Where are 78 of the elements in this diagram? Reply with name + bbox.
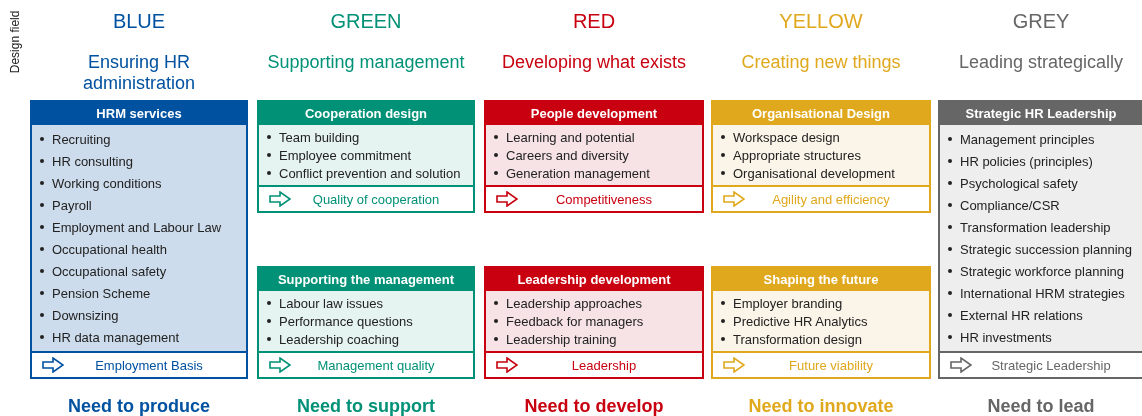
list-item: Labour law issues	[279, 295, 384, 311]
category-card	[30, 100, 248, 379]
list-item: Workspace design	[733, 129, 840, 145]
list-item: Employment and Labour Law	[52, 219, 222, 235]
list-item: HR consulting	[52, 153, 133, 169]
list-item: Psychological safety	[960, 175, 1078, 191]
list-item: Transformation design	[733, 331, 862, 347]
column-footer: Need to lead	[938, 396, 1142, 416]
category-card	[257, 100, 475, 213]
list-item: Careers and diversity	[506, 147, 629, 163]
column-footer: Need to innovate	[711, 396, 931, 416]
list-item: Working conditions	[52, 175, 162, 191]
outcome-text: Agility and efficiency	[771, 191, 890, 207]
list-item: Transformation leadership	[960, 219, 1111, 235]
column-title: GREY	[1011, 10, 1071, 33]
column-footer: Need to produce	[30, 396, 248, 416]
list-item: Strategic workforce planning	[960, 263, 1125, 279]
list-item: Feedback for managers	[506, 313, 644, 329]
outcome-text: Quality of cooperation	[311, 191, 440, 207]
list-item: Conflict prevention and solution	[279, 165, 461, 181]
list-item: International HRM strategies	[960, 285, 1125, 301]
list-item: Employer branding	[733, 295, 843, 311]
category-card	[257, 266, 475, 379]
category-card	[484, 266, 704, 379]
list-item: Leadership coaching	[279, 331, 399, 347]
category-card	[484, 100, 704, 213]
list-item: Recruiting	[52, 131, 111, 147]
category-card	[711, 266, 931, 379]
column-subtitle: Creating new things	[740, 52, 902, 73]
column-subtitle: Developing what exists	[500, 52, 688, 73]
card-heading: Organisational Design	[713, 102, 929, 125]
list-item: Organisational development	[733, 165, 895, 181]
column-title: YELLOW	[778, 10, 864, 33]
list-item: Occupational health	[52, 241, 167, 257]
column-subtitle: Ensuring HR administration	[81, 52, 197, 94]
category-card	[711, 100, 931, 213]
list-item: Appropriate structures	[733, 147, 861, 163]
list-item: HR policies (principles)	[960, 153, 1093, 169]
list-item: Downsizing	[52, 307, 119, 323]
card-heading: Leadership development	[486, 268, 702, 291]
list-item: Leadership approaches	[506, 295, 642, 311]
card-heading: Cooperation design	[259, 102, 473, 125]
list-item: Compliance/CSR	[960, 197, 1060, 213]
list-item: Management principles	[960, 131, 1095, 147]
list-item: Learning and potential	[506, 129, 635, 145]
outcome-text: Future viability	[788, 357, 873, 373]
column-title: BLUE	[111, 10, 167, 33]
list-item: HR data management	[52, 329, 180, 345]
list-item: HR investments	[960, 329, 1052, 345]
outcome-text: Leadership	[570, 357, 637, 373]
list-item: Pension Scheme	[52, 285, 151, 301]
list-item: External HR relations	[960, 307, 1083, 323]
column-title: RED	[571, 10, 617, 33]
list-item: Leadership training	[506, 331, 617, 347]
list-item: Strategic succession planning	[960, 241, 1132, 257]
column-title: GREEN	[329, 10, 403, 33]
list-item: Employee commitment	[279, 147, 412, 163]
outcome-text: Strategic Leadership	[990, 357, 1111, 373]
list-item: Performance questions	[279, 313, 413, 329]
card-heading: Supporting the management	[259, 268, 473, 291]
list-item: Payroll	[52, 197, 92, 213]
list-item: Team building	[279, 129, 360, 145]
card-heading: Strategic HR Leadership	[940, 102, 1142, 125]
category-card	[938, 100, 1142, 379]
outcome-text: Management quality	[316, 357, 435, 373]
list-item: Predictive HR Analytics	[733, 313, 868, 329]
card-heading: HRM services	[32, 102, 246, 125]
list-item: Generation management	[506, 165, 650, 181]
column-subtitle: Leading strategically	[957, 52, 1125, 73]
list-item: Occupational safety	[52, 263, 167, 279]
axis-title: Design field	[9, 9, 23, 74]
column-footer: Need to support	[257, 396, 475, 416]
card-heading: Shaping the future	[713, 268, 929, 291]
column-subtitle: Supporting management	[266, 52, 466, 73]
card-heading: People development	[486, 102, 702, 125]
outcome-text: Competitiveness	[554, 191, 653, 207]
column-footer: Need to develop	[484, 396, 704, 416]
outcome-text: Employment Basis	[94, 357, 203, 373]
